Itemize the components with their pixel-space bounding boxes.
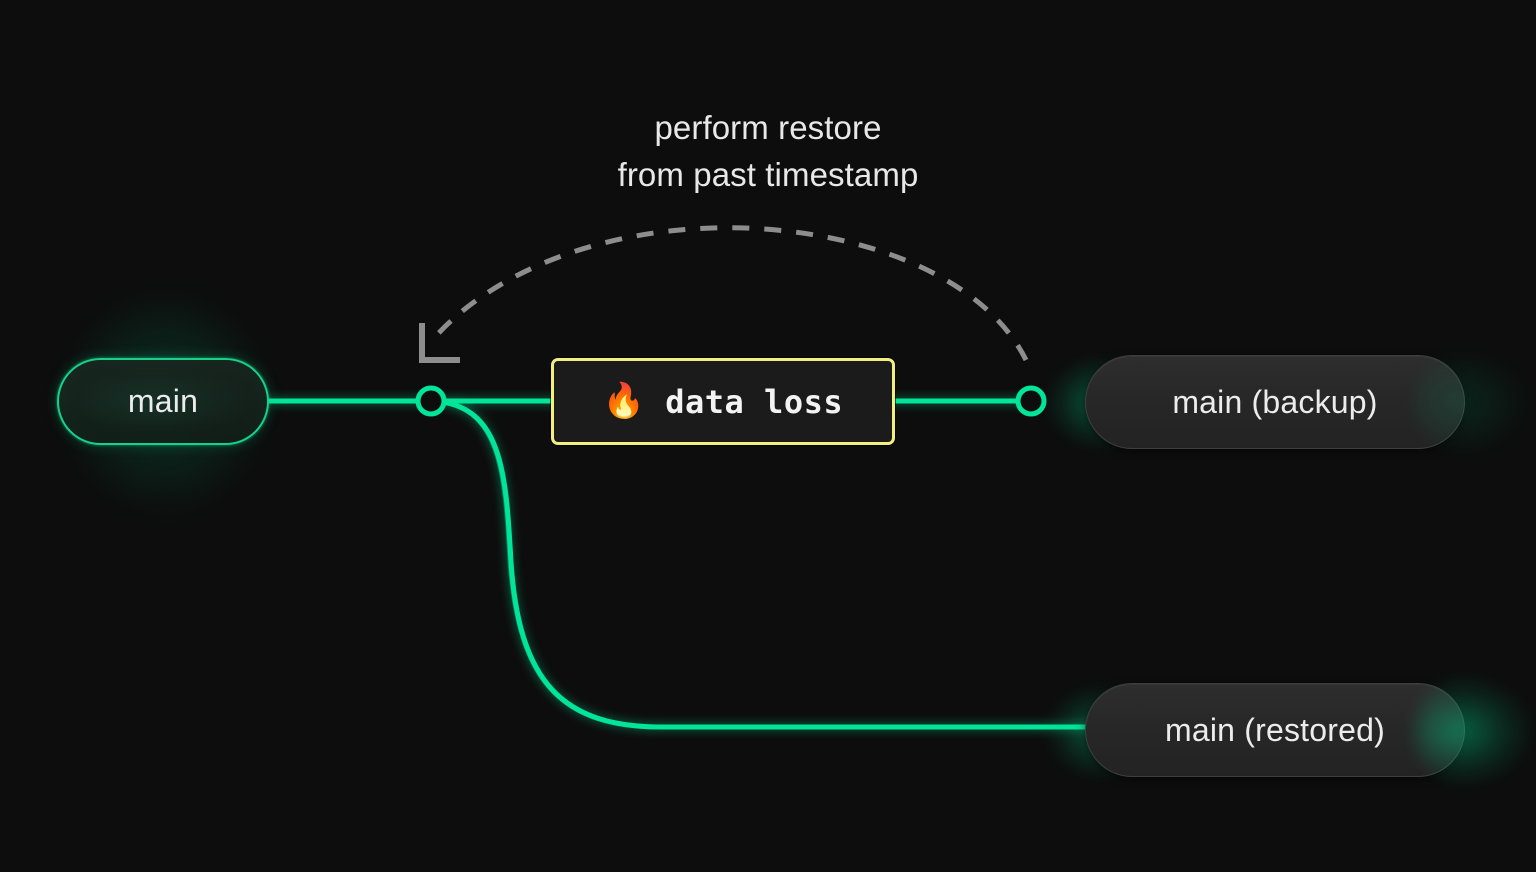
node-main[interactable]: main [57,358,269,445]
timeline-endpoint-marker[interactable] [1015,385,1047,417]
timeline-glow [268,398,1100,730]
node-main-restored-label: main (restored) [1165,711,1385,748]
restore-annotation-caption: perform restore from past timestamp [617,109,919,193]
fire-icon: 🔥 [602,381,646,420]
node-main-backup[interactable]: main (backup) [1085,355,1465,449]
branch-point-marker[interactable] [415,385,447,417]
restored-edge-glow-right [1414,676,1532,786]
node-main-label: main [127,383,199,419]
data-loss-label: data loss [665,382,844,421]
arrowhead-icon [419,323,460,363]
data-loss-event[interactable]: 🔥 data loss [551,358,895,445]
node-main-backup-label: main (backup) [1172,383,1378,420]
backup-edge-glow-right [1414,348,1532,458]
edge-restore-arrow [427,225,1029,362]
node-main-restored[interactable]: main (restored) [1085,683,1465,777]
edge-restore-branch [429,398,1103,730]
